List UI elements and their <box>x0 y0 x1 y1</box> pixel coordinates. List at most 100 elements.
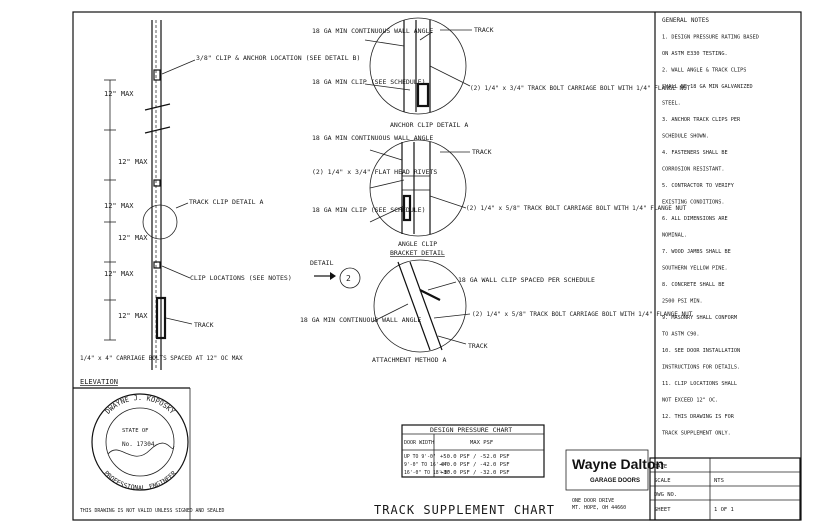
detail-b-callout-1: 18 GA MIN CONTINUOUS WALL ANGLE <box>312 134 433 142</box>
title-table-value-2: NTS <box>714 478 724 484</box>
note-line: 2. WALL ANGLE & TRACK CLIPS <box>662 68 746 74</box>
detail-c-callout-1: 18 GA WALL CLIP SPACED PER SCHEDULE <box>458 276 595 284</box>
seal-inner-ring <box>105 407 175 477</box>
wall-angle-c <box>397 261 431 351</box>
note-line: TO ASTM C90. <box>662 332 699 338</box>
seal-signature <box>107 442 175 457</box>
elevation-note: 1/4" x 4" CARRIAGE BOLTS SPACED AT 12" O… <box>80 355 243 362</box>
pressure-row-2-value: +40.0 PSF / -42.0 PSF <box>440 462 510 468</box>
dim-label-1: 12" MAX <box>104 90 134 98</box>
callout-clip-location: 3/8" CLIP & ANCHOR LOCATION (SEE DETAIL … <box>196 54 360 62</box>
pressure-chart-frame <box>401 424 545 478</box>
detail-a-label: ANCHOR CLIP DETAIL A <box>390 121 468 129</box>
track-segment <box>155 296 167 340</box>
note-line: 6. ALL DIMENSIONS ARE <box>662 216 728 222</box>
note-line: 10. SEE DOOR INSTALLATION <box>662 348 740 354</box>
detail-a: 18 GA MIN CONTINUOUS WALL ANGLE TRACK 18… <box>312 17 691 129</box>
detail-b-callout-3: (2) 1/4" x 3/4" FLAT HEAD RIVETS <box>312 168 437 176</box>
engineer-seal: DWAYNE J. KOPOSKY PROFESSIONAL ENGINEER … <box>80 393 225 514</box>
note-line: STEEL. <box>662 101 681 107</box>
detail-a-callout-1: 18 GA MIN CONTINUOUS WALL ANGLE <box>312 27 433 35</box>
leader-b-5 <box>429 195 467 209</box>
dimension-ticks <box>104 79 116 341</box>
drawing-main-title: TRACK SUPPLEMENT CHART <box>374 503 555 517</box>
note-line: 8. CONCRETE SHALL BE <box>662 282 724 288</box>
clip-2 <box>153 179 161 187</box>
bolt-a <box>419 31 433 41</box>
callout-track-clip: TRACK CLIP DETAIL A <box>189 198 263 206</box>
dim-label-6: 12" MAX <box>118 312 148 320</box>
note-line: SHALL BE 18 GA MIN GALVANIZED <box>662 84 753 90</box>
detail-c-section-tag: DETAIL <box>310 259 334 267</box>
pressure-row-1-width: UP TO 9'-0" <box>404 454 436 460</box>
detail-a-circle <box>142 204 178 240</box>
detail-b-label: ANGLE CLIP <box>398 240 437 248</box>
title-table-label-3: DWG NO. <box>654 492 677 498</box>
dim-label-2: 12" MAX <box>118 158 148 166</box>
note-line: 3. ANCHOR TRACK CLIPS PER <box>662 117 741 123</box>
note-line: TRACK SUPPLEMENT ONLY. <box>662 431 731 437</box>
detail-b-sublabel: BRACKET DETAIL <box>390 249 445 257</box>
note-line: 9. MASONRY SHALL CONFORM <box>662 315 737 321</box>
note-line: NOMINAL. <box>662 233 687 239</box>
leader-c-2 <box>371 303 409 323</box>
pressure-row-2-width: 9'-0" TO 16'-0" <box>404 462 447 468</box>
pressure-row-3-width: 16'-0" TO 18'-0" <box>404 470 450 476</box>
note-line: EXISTING CONDITIONS. <box>662 200 724 206</box>
company-sub: GARAGE DOORS <box>590 478 640 484</box>
elevation-view: 12" MAX 12" MAX 12" MAX 12" MAX 12" MAX … <box>80 20 360 386</box>
elevation-label: ELEVATION <box>80 378 118 386</box>
leader-a-3 <box>364 83 411 91</box>
break-mark-1 <box>144 103 171 111</box>
break-mark-2 <box>144 126 171 134</box>
detail-a-boundary <box>369 17 467 115</box>
clip-plate-b <box>401 175 431 191</box>
leader-b-4 <box>369 205 405 223</box>
note-line: NOT EXCEED 12" OC. <box>662 398 718 404</box>
seal-name-arc: DWAYNE J. KOPOSKY <box>104 394 177 416</box>
detail-c-callout-2: 18 GA MIN CONTINUOUS WALL ANGLE <box>300 316 421 324</box>
detail-c-label: ATTACHMENT METHOD A <box>372 356 446 364</box>
section-bubble-number: 2 <box>346 274 351 283</box>
pressure-row-3-value: +30.0 PSF / -32.0 PSF <box>440 470 510 476</box>
note-line: 5. CONTRACTOR TO VERIFY <box>662 183 735 189</box>
leader-b-1 <box>369 149 403 161</box>
note-line: ON ASTM E330 TESTING. <box>662 51 728 57</box>
note-line: INSTRUCTIONS FOR DETAILS. <box>662 365 740 371</box>
leader-track <box>165 317 193 325</box>
seal-note: THIS DRAWING IS NOT VALID UNLESS SIGNED … <box>80 508 225 514</box>
detail-a-callout-2: TRACK <box>474 26 494 34</box>
seal-outer-ring <box>91 393 189 491</box>
note-line: SOUTHERN YELLOW PINE. <box>662 266 728 272</box>
dim-label-4: 12" MAX <box>118 234 148 242</box>
title-table: DATE SCALE DWG NO. SHEET NTS 1 OF 1 <box>649 457 801 521</box>
dim-label-3: 12" MAX <box>104 202 134 210</box>
detail-c: 2 DETAIL 18 GA WALL CLIP SPACED PER SCHE… <box>300 259 693 364</box>
leader-track-clip <box>175 202 189 209</box>
title-table-label-1: DATE <box>654 464 667 470</box>
note-line: 7. WOOD JAMBS SHALL BE <box>662 249 731 255</box>
callout-clip-locations: CLIP LOCATIONS (SEE NOTES) <box>190 274 292 282</box>
leader-clip-location <box>161 59 196 75</box>
note-line: 2500 PSI MIN. <box>662 299 703 305</box>
clip-c <box>419 289 441 301</box>
clip-3 <box>153 261 161 269</box>
leader-a-1 <box>364 39 405 47</box>
title-table-label-2: SCALE <box>654 478 671 484</box>
note-line: CORROSION RESISTANT. <box>662 167 724 173</box>
detail-c-callout-3: (2) 1/4" x 5/8" TRACK BOLT CARRIAGE BOLT… <box>472 311 693 318</box>
leader-a-4 <box>429 65 471 87</box>
leader-clip-locations <box>161 265 191 279</box>
note-line: 4. FASTENERS SHALL BE <box>662 150 728 156</box>
seal-state: STATE OF <box>122 428 149 434</box>
detail-c-callout-4: TRACK <box>468 342 488 350</box>
pressure-row-1-value: +50.0 PSF / -52.0 PSF <box>440 454 510 460</box>
detail-a-callout-3: 18 GA MIN CLIP (SEE SCHEDULE) <box>312 78 426 86</box>
pressure-col-header-1: DOOR WIDTH <box>404 440 434 446</box>
title-table-label-4: SHEET <box>654 507 671 513</box>
callout-track: TRACK <box>194 321 214 329</box>
section-bubble <box>339 267 361 289</box>
seal-ring-text: PROFESSIONAL ENGINEER <box>102 469 178 492</box>
